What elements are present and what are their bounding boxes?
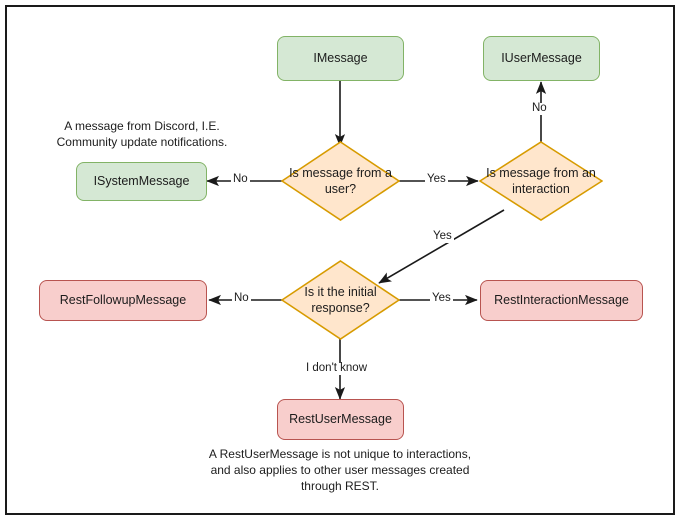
node-imessage[interactable]: IMessage [277,36,404,81]
node-restfollowupmessage[interactable]: RestFollowupMessage [39,280,207,321]
edge-label-user-yes: Yes [425,173,448,186]
node-restusermessage[interactable]: RestUserMessage [277,399,404,440]
edge-label-user-no: No [231,173,250,186]
edge-label-initial-yes: Yes [430,292,453,305]
node-iusermessage[interactable]: IUserMessage [483,36,600,81]
edge-label-initial-no: No [232,292,251,305]
diamond-shape [479,141,603,221]
decision-is-initial-response-label: Is it the initial response? [304,284,377,315]
decision-is-message-from-interaction-label: Is message from an interaction [486,165,596,196]
decision-is-message-from-user-label: Is message from a user? [289,165,392,196]
node-iusermessage-label: IUserMessage [501,50,582,65]
note-rest-user-message: A RestUserMessage is not unique to inter… [208,447,472,494]
decision-is-message-from-interaction[interactable]: Is message from an interaction [479,141,603,221]
decision-is-message-from-user[interactable]: Is message from a user? [281,141,400,221]
node-restinteractionmessage[interactable]: RestInteractionMessage [480,280,643,321]
node-isystemmessage[interactable]: ISystemMessage [76,162,207,201]
diamond-shape [281,141,400,221]
edge-label-interaction-no: No [530,102,549,115]
decision-is-initial-response[interactable]: Is it the initial response? [281,260,400,340]
node-restfollowupmessage-label: RestFollowupMessage [59,292,187,307]
edge-label-initial-unknown: I don't know [304,362,370,375]
node-restusermessage-label: RestUserMessage [289,411,392,426]
note-system-message: A message from Discord, I.E. Community u… [56,119,228,150]
node-imessage-label: IMessage [313,50,368,65]
node-restinteractionmessage-label: RestInteractionMessage [494,292,629,307]
edge-label-interaction-yes: Yes [431,230,454,243]
diamond-shape [281,260,400,340]
node-isystemmessage-label: ISystemMessage [93,173,190,188]
